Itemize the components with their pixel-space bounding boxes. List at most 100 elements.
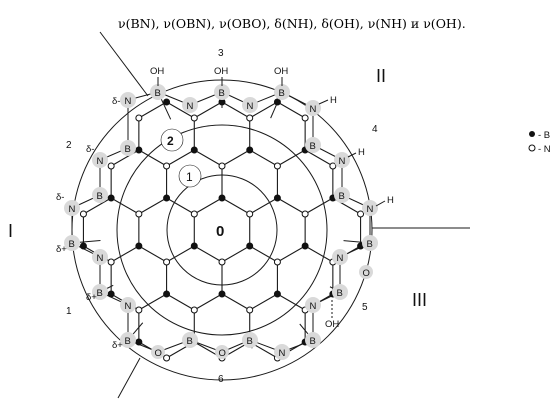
edge-spoke xyxy=(160,99,172,120)
svg-text:N: N xyxy=(279,348,286,359)
site-number-2: 2 xyxy=(66,140,72,151)
lattice-bond xyxy=(277,197,306,215)
lattice-bond xyxy=(277,245,306,263)
lattice-bond xyxy=(138,101,167,119)
boron-atom xyxy=(246,146,254,154)
site-number-6: 6 xyxy=(218,374,224,385)
edge-atom: B xyxy=(120,332,136,348)
lattice-bond xyxy=(249,197,278,215)
edge-atoms: N B N B N B N B N B B N B N B N B N B N … xyxy=(64,84,378,360)
delta-plus-label: δ+ xyxy=(56,244,67,255)
svg-text:N: N xyxy=(187,101,194,112)
lattice-bond xyxy=(194,245,223,263)
site-number-4: 4 xyxy=(372,124,378,135)
edge-spoke xyxy=(343,240,363,243)
svg-text:B: B xyxy=(310,336,316,347)
lattice-bond xyxy=(221,197,250,215)
boron-atom xyxy=(107,290,115,298)
boron-atom xyxy=(273,290,281,298)
edge-atom: N xyxy=(305,100,321,116)
nitrogen-atom xyxy=(273,258,281,266)
lattice-atoms xyxy=(79,98,365,362)
nitrogen-atom xyxy=(190,306,198,314)
nitrogen-atom xyxy=(329,162,337,170)
lattice-bond xyxy=(166,197,195,215)
lattice-bond xyxy=(221,101,250,119)
legend-open-dot xyxy=(528,144,536,152)
edge-atom: B xyxy=(92,187,108,203)
nitrogen-atom xyxy=(163,354,171,362)
edge-atom: B xyxy=(242,332,258,348)
lattice-bond xyxy=(277,149,306,167)
edge-bonds xyxy=(71,91,371,353)
h-label: H xyxy=(358,147,365,158)
svg-text:B: B xyxy=(247,336,253,347)
boron-atom xyxy=(190,242,198,250)
ring-label-2: 2 xyxy=(167,134,174,148)
edge-atom: N xyxy=(182,97,198,113)
ring-label-bubble-2 xyxy=(160,128,184,152)
edge-atom: B xyxy=(150,84,166,100)
edge-atom: N xyxy=(362,200,378,216)
nitrogen-atom xyxy=(301,114,309,122)
svg-text:N: N xyxy=(125,301,132,312)
oh-label: OH xyxy=(150,66,164,77)
edge-atom: N xyxy=(332,249,348,265)
lattice-bond xyxy=(138,149,167,167)
svg-text:B: B xyxy=(97,191,103,202)
delta-plus-label: δ+ xyxy=(112,340,123,351)
nitrogen-atom xyxy=(246,306,254,314)
svg-text:N: N xyxy=(125,96,132,107)
ring-label-0: 0 xyxy=(216,223,224,240)
lattice-bond xyxy=(166,245,195,263)
svg-text:O: O xyxy=(219,348,226,359)
svg-text:B: B xyxy=(187,336,193,347)
edge-atom: N xyxy=(120,297,136,313)
svg-text:B: B xyxy=(339,191,345,202)
lattice-bond xyxy=(221,245,250,263)
nitrogen-atom xyxy=(79,210,87,218)
hexagonal-lattice xyxy=(82,101,362,359)
lattice-bond xyxy=(304,149,334,167)
lattice-bond xyxy=(194,293,223,311)
oh-label: OH xyxy=(274,66,288,77)
boron-atom xyxy=(135,146,143,154)
lattice-bond xyxy=(249,245,278,263)
boron-atom xyxy=(135,242,143,250)
nitrogen-atom xyxy=(107,162,115,170)
delta-minus-label: δ- xyxy=(56,192,64,203)
edge-atom: O xyxy=(151,345,165,359)
edge-atom: B xyxy=(182,332,198,348)
lattice-bond xyxy=(110,197,140,215)
edge-spoke xyxy=(329,286,334,289)
site-number-3: 3 xyxy=(218,48,224,59)
region-label-2: II xyxy=(376,66,386,86)
edge-atom: B xyxy=(214,84,230,100)
svg-text:B: B xyxy=(69,239,75,250)
region-label-1: I xyxy=(8,221,13,241)
nitrogen-atom xyxy=(163,162,171,170)
boron-atom xyxy=(107,194,115,202)
oh-label: OH xyxy=(214,66,228,77)
nitrogen-atom xyxy=(135,306,143,314)
lattice-bond xyxy=(194,149,223,167)
edge-atom: B xyxy=(274,84,290,100)
lattice-bond xyxy=(277,293,306,311)
edge-atom: B xyxy=(305,137,321,153)
svg-text:N: N xyxy=(247,101,254,112)
lattice-bond xyxy=(166,149,195,167)
svg-text:N: N xyxy=(310,301,317,312)
svg-text:B: B xyxy=(125,336,131,347)
ring-label-bubble-1 xyxy=(178,164,202,188)
nitrogen-atom xyxy=(190,210,198,218)
svg-text:B: B xyxy=(155,88,161,99)
svg-text:B: B xyxy=(125,144,131,155)
vibration-caption: ν(BN), ν(OBN), ν(OBO), δ(NH), δ(OH), ν(N… xyxy=(118,16,466,31)
lattice-bond xyxy=(249,293,278,311)
lattice-bond xyxy=(194,197,223,215)
oh-label: OH xyxy=(325,319,339,330)
edge-atom: O xyxy=(215,345,229,359)
boron-atom xyxy=(218,290,226,298)
nitrogen-atom xyxy=(163,258,171,266)
ring-label-1: 1 xyxy=(186,170,193,184)
